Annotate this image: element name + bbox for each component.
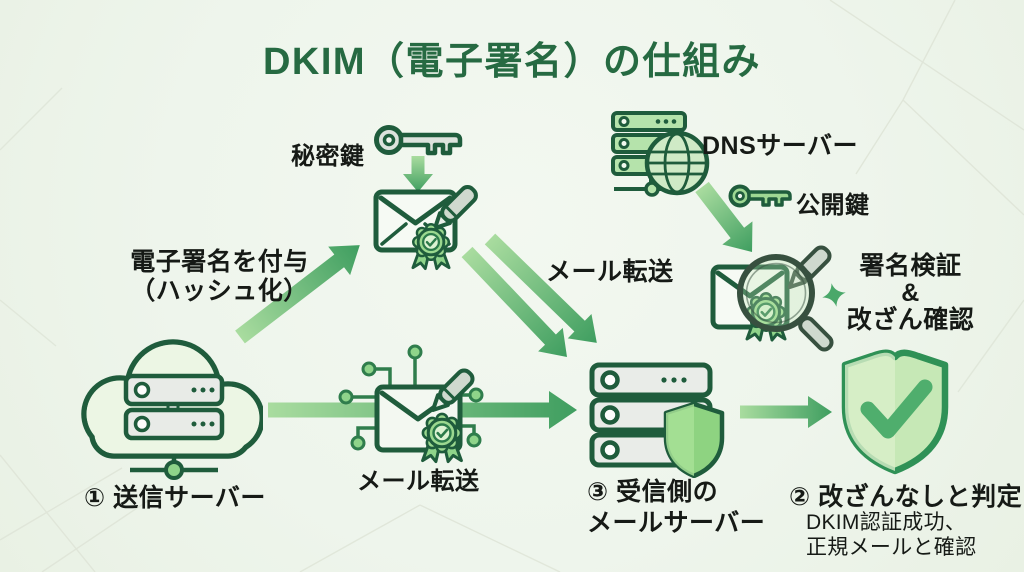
sparkle-icon bbox=[822, 283, 846, 307]
receiver-label-line1: ③ 受信側の bbox=[587, 478, 719, 506]
receiver-server-icon bbox=[589, 362, 725, 478]
sender-label: ① 送信サーバー bbox=[84, 484, 266, 512]
checkmark-icon bbox=[860, 379, 933, 439]
dns-server-icon bbox=[611, 111, 710, 197]
shield-icon bbox=[663, 401, 725, 478]
verify-envelope-icon bbox=[710, 245, 834, 352]
arrow-dns-to-verify bbox=[695, 181, 753, 252]
verify-label-line3: 改ざん確認 bbox=[846, 306, 975, 334]
globe-icon bbox=[644, 130, 710, 196]
verify-label: 署名検証 & 改ざん確認 bbox=[838, 253, 983, 334]
server-rack-icon bbox=[123, 373, 225, 441]
arrow-sender-to-envelope bbox=[235, 245, 360, 344]
pen-icon bbox=[431, 368, 475, 412]
attach-signature-line2: （ハッシュ化） bbox=[130, 277, 309, 305]
result-sub-label: DKIM認証成功、 正規メールと確認 bbox=[806, 510, 976, 560]
receiver-label-line2: メールサーバー bbox=[587, 509, 766, 537]
result-sub-line1: DKIM認証成功、 bbox=[806, 511, 967, 534]
private-key-label: 秘密鍵 bbox=[291, 143, 365, 170]
forward-bottom-label: メール転送 bbox=[357, 468, 480, 495]
relay-envelope-icon bbox=[338, 344, 484, 464]
public-key-label: 公開鍵 bbox=[796, 192, 870, 219]
result-label: ② 改ざんなしと判定 bbox=[789, 483, 1023, 511]
result-shield-icon bbox=[841, 349, 949, 475]
verify-label-line1: 署名検証 bbox=[859, 252, 962, 280]
page-title: DKIM（電子署名）の仕組み bbox=[262, 41, 762, 83]
receiver-label: ③ 受信側の メールサーバー bbox=[587, 477, 765, 539]
signature-seal-icon bbox=[411, 222, 451, 271]
pen-icon bbox=[433, 185, 478, 230]
attach-signature-line1: 電子署名を付与 bbox=[130, 248, 309, 276]
sender-cloud-server-icon bbox=[81, 339, 263, 480]
attach-signature-label: 電子署名を付与 （ハッシュ化） bbox=[112, 248, 327, 306]
verify-label-line2: & bbox=[901, 279, 920, 307]
private-key-icon bbox=[374, 125, 463, 156]
arrow-forward-1 bbox=[461, 246, 567, 358]
arrow-receiver-to-result bbox=[740, 396, 832, 428]
magnifier-icon bbox=[737, 254, 834, 352]
signed-envelope-icon bbox=[373, 185, 478, 271]
dns-server-label: DNSサーバー bbox=[702, 132, 859, 160]
signature-seal-icon bbox=[421, 412, 463, 464]
arrow-forward-2 bbox=[484, 233, 597, 343]
public-key-icon bbox=[728, 184, 792, 208]
arrow-key-to-envelope bbox=[403, 156, 433, 192]
result-sub-line2: 正規メールと確認 bbox=[806, 536, 977, 559]
forward-top-label: メール転送 bbox=[546, 258, 674, 286]
